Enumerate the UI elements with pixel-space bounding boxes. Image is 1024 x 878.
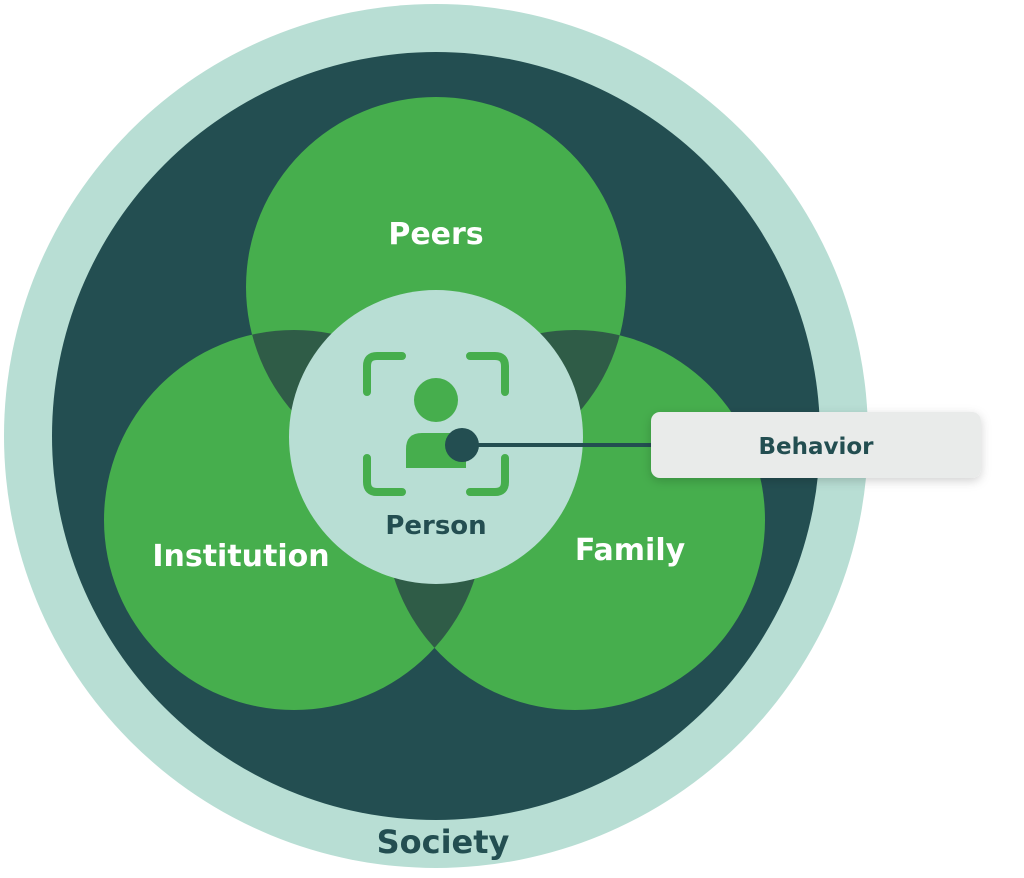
peers-label: Peers	[388, 217, 483, 252]
institution-label: Institution	[152, 539, 329, 574]
person-label: Person	[385, 511, 486, 541]
behavior-connector-dot	[445, 428, 479, 462]
person-scan-icon	[363, 352, 509, 496]
family-label: Family	[575, 533, 686, 568]
behavior-label: Behavior	[758, 434, 874, 460]
behavior-box	[651, 412, 981, 478]
society-label: Society	[377, 823, 510, 861]
